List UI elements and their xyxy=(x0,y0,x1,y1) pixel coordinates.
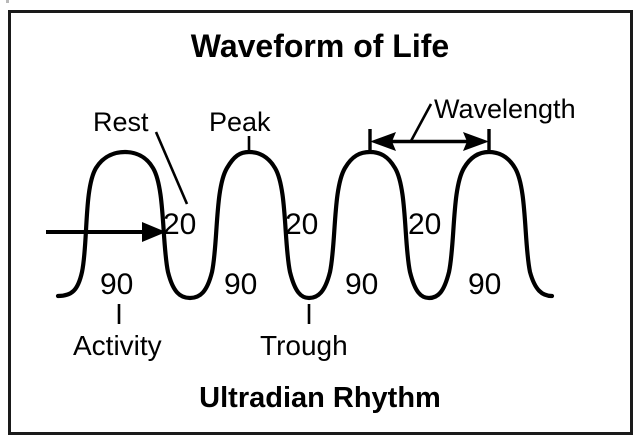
wavelength-dimension-arrow xyxy=(368,129,491,154)
rest-leader-line xyxy=(154,131,189,205)
value-label-activity-2: 90 xyxy=(224,268,257,301)
value-label-rest-3: 20 xyxy=(408,208,441,241)
page-title: Waveform of Life xyxy=(191,28,449,64)
annotation-wavelength: Wavelength xyxy=(434,94,576,124)
annotation-activity: Activity xyxy=(73,330,162,361)
figure-caption: Ultradian Rhythm xyxy=(199,382,441,414)
scan-artifact xyxy=(6,0,9,3)
annotation-rest: Rest xyxy=(93,107,149,137)
annotation-peak: Peak xyxy=(209,107,271,137)
figure-border xyxy=(8,10,633,435)
ultradian-waveform-curve xyxy=(55,149,555,301)
entry-arrow xyxy=(46,222,166,242)
value-label-rest-1: 20 xyxy=(163,208,196,241)
value-label-rest-2: 20 xyxy=(285,208,318,241)
wavelength-leader-line xyxy=(409,103,433,142)
value-label-activity-3: 90 xyxy=(345,268,378,301)
annotation-trough: Trough xyxy=(260,330,348,361)
value-label-activity-1: 90 xyxy=(100,268,133,301)
value-label-activity-4: 90 xyxy=(468,268,501,301)
